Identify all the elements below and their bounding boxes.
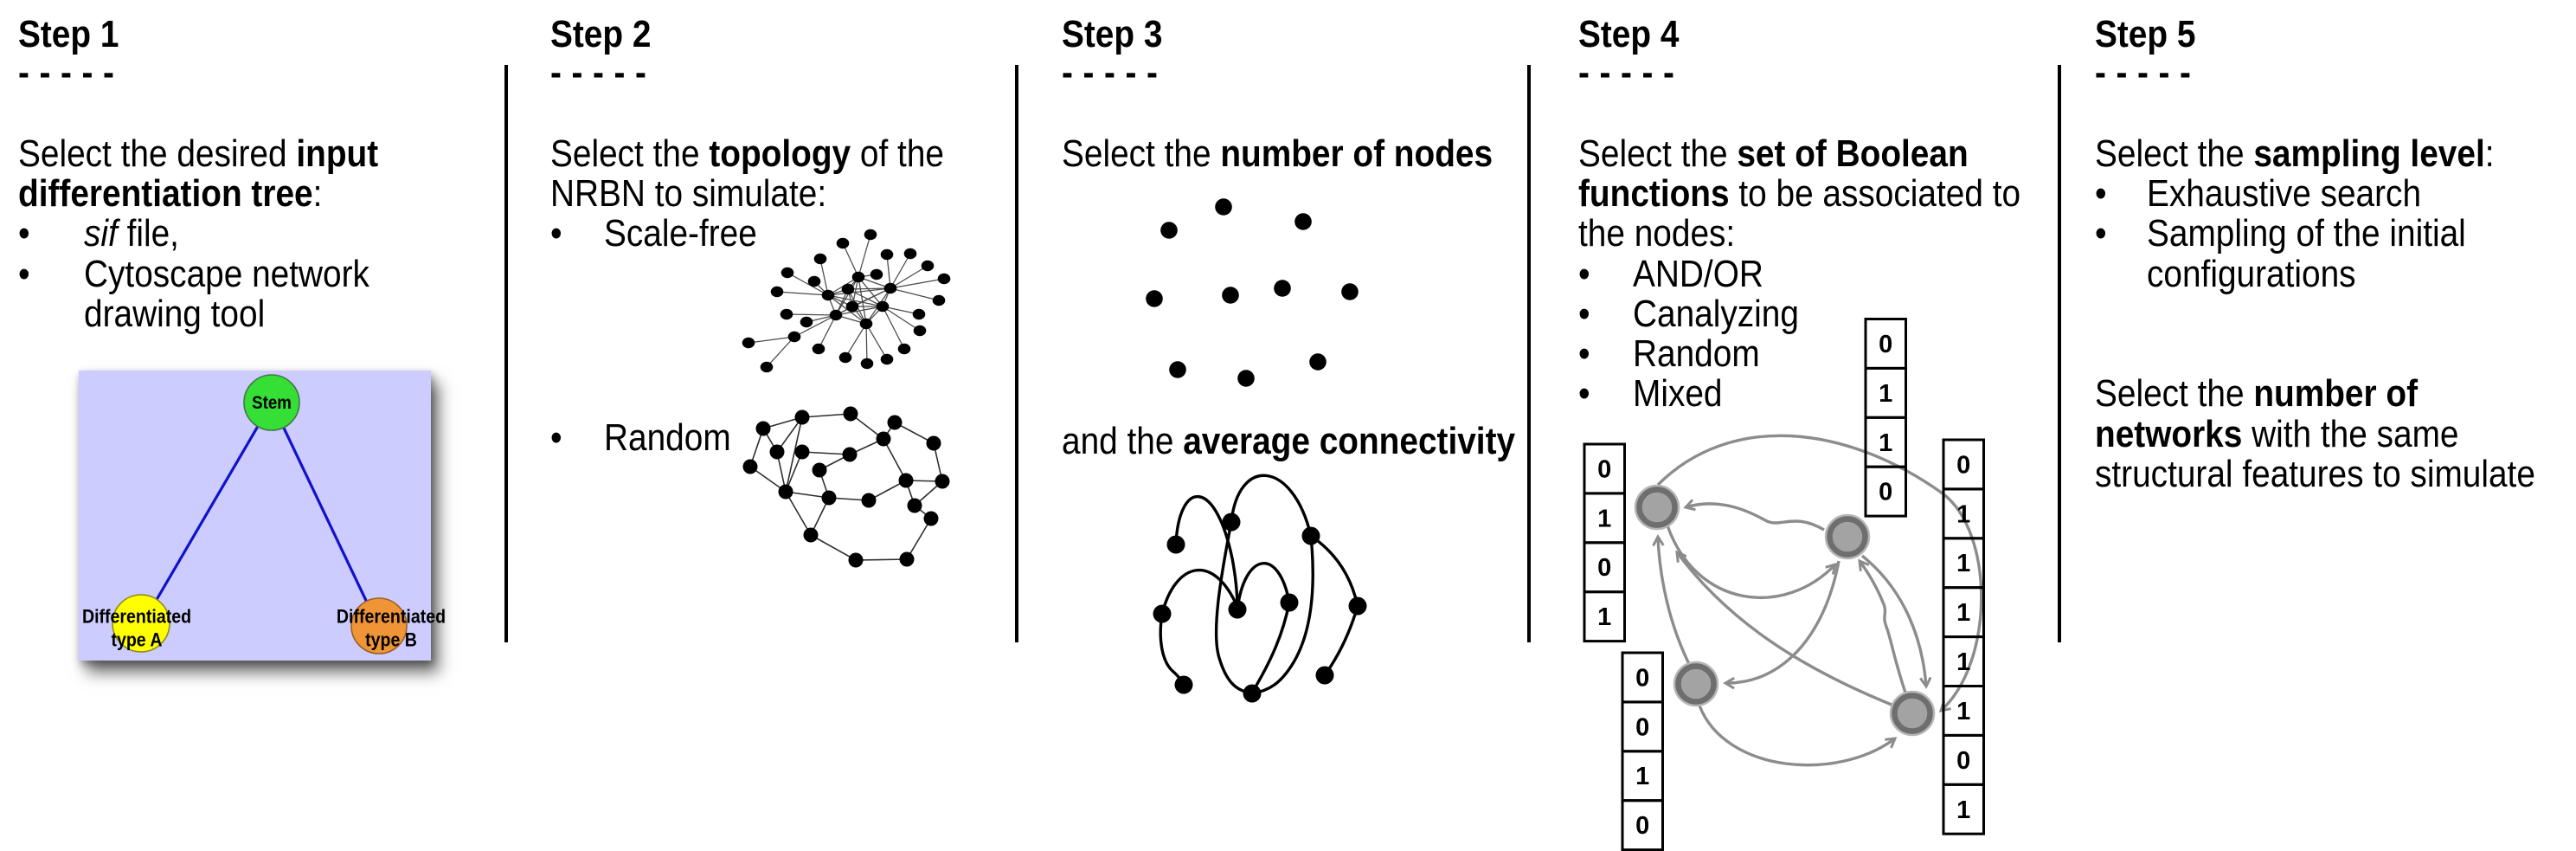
svg-text:Differentiated: Differentiated	[337, 606, 446, 627]
svg-text:type B: type B	[365, 630, 417, 651]
svg-text:Stem: Stem	[252, 393, 292, 413]
svg-text:0: 0	[1635, 713, 1649, 741]
svg-text:1: 1	[1879, 429, 1892, 457]
svg-text:1: 1	[1597, 603, 1611, 631]
svg-text:type A: type A	[111, 630, 162, 651]
svg-text:1: 1	[1956, 648, 1970, 676]
svg-text:0: 0	[1956, 747, 1970, 775]
svg-text:1: 1	[1879, 380, 1892, 408]
svg-text:1: 1	[1956, 550, 1970, 577]
svg-text:1: 1	[1597, 505, 1611, 532]
svg-text:0: 0	[1597, 554, 1611, 582]
svg-text:0: 0	[1635, 665, 1649, 693]
svg-text:1: 1	[1956, 698, 1970, 725]
svg-text:Differentiated: Differentiated	[82, 606, 191, 627]
svg-text:0: 0	[1879, 331, 1892, 358]
svg-text:0: 0	[1956, 452, 1970, 480]
svg-text:1: 1	[1956, 599, 1970, 627]
svg-text:1: 1	[1956, 796, 1970, 824]
svg-text:0: 0	[1597, 456, 1611, 484]
svg-text:0: 0	[1635, 812, 1649, 840]
svg-text:0: 0	[1879, 479, 1892, 506]
svg-text:1: 1	[1956, 500, 1970, 528]
svg-text:1: 1	[1635, 763, 1649, 790]
